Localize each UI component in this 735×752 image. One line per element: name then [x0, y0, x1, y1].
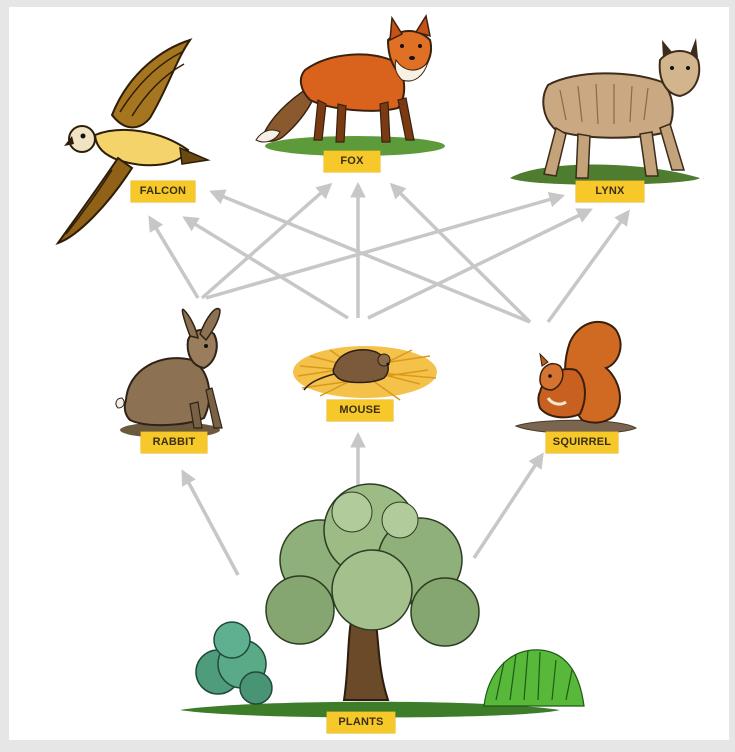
tree-illustration: [266, 484, 479, 700]
lynx-illustration: [510, 38, 700, 185]
arrow-plants-to-rabbit: [183, 472, 238, 575]
plants-illustration: [180, 484, 584, 718]
rabbit-label: RABBIT: [141, 432, 207, 453]
arrow-squirrel-to-falcon: [212, 192, 530, 322]
plants-label: PLANTS: [327, 712, 395, 733]
rabbit-illustration: [116, 309, 222, 438]
mouse-label: MOUSE: [327, 400, 393, 421]
bush-illustration: [196, 622, 272, 704]
falcon-illustration: [58, 40, 208, 243]
mouse-illustration: [293, 346, 437, 400]
lynx-label: LYNX: [576, 181, 644, 202]
squirrel-label: SQUIRREL: [546, 432, 618, 453]
fox-illustration: [256, 16, 445, 156]
arrow-squirrel-to-fox: [392, 185, 530, 322]
falcon-label: FALCON: [131, 181, 195, 202]
arrow-squirrel-to-lynx: [548, 212, 628, 322]
arrow-mouse-to-falcon: [185, 218, 348, 318]
arrow-rabbit-to-falcon: [150, 218, 198, 298]
grass-tuft-illustration: [484, 650, 584, 706]
fox-label: FOX: [324, 151, 380, 172]
arrow-plants-to-squirrel: [474, 455, 542, 558]
squirrel-illustration: [516, 322, 636, 434]
